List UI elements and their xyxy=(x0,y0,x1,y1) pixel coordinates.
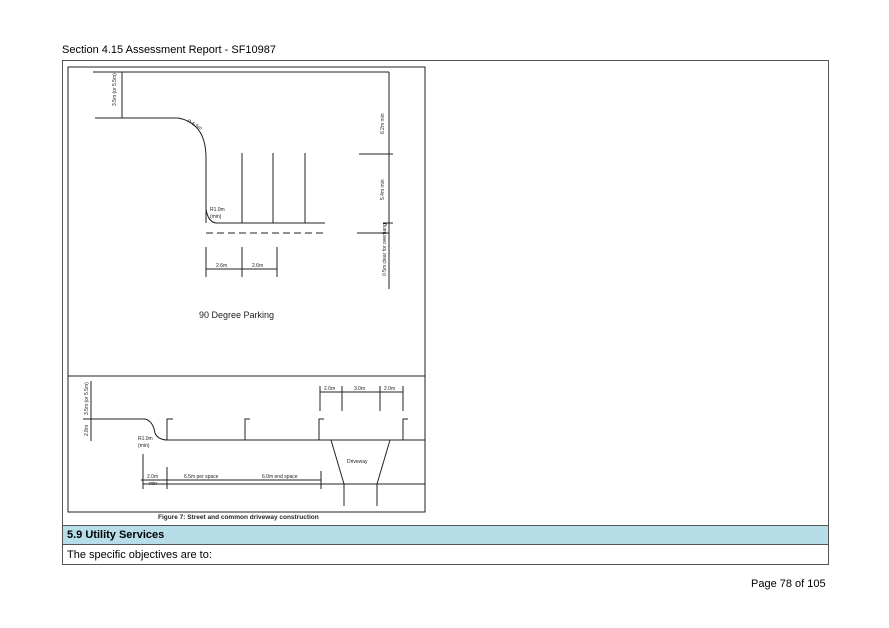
dim-label-right-bottom: 0.5m clear for overhang xyxy=(382,223,388,276)
driveway-taper xyxy=(330,439,345,485)
content-table: 3.5m (or 5.5m) R 5.5m R1.0m (min) 6.2m m… xyxy=(62,60,829,565)
space-marker xyxy=(402,418,408,440)
space-width-label: 2.6m xyxy=(252,263,263,269)
figure-frame xyxy=(67,66,426,513)
dim-label-top-2: 3.0m xyxy=(354,386,365,392)
figure-caption: Figure 7: Street and common driveway con… xyxy=(158,514,319,521)
space-marker xyxy=(318,418,324,440)
dim-label-left-bottom: 2.8m xyxy=(84,425,90,436)
parking-figure: 3.5m (or 5.5m) R 5.5m R1.0m (min) 6.2m m… xyxy=(67,66,426,521)
dim-label-right-mid: 5.4m min xyxy=(380,179,386,200)
section-heading-row: 5.9 Utility Services xyxy=(63,525,828,545)
diagram-title: 90 Degree Parking xyxy=(199,310,274,320)
dim-label-top-1: 2.0m xyxy=(324,386,335,392)
radius-inner-note: (min) xyxy=(210,214,222,220)
radius-label: R1.0m xyxy=(138,436,153,442)
space-marker xyxy=(166,418,173,440)
section-heading: 5.9 Utility Services xyxy=(67,529,165,541)
kerb-curve-bottom xyxy=(144,418,169,441)
page-number: Page 78 of 105 xyxy=(751,578,826,590)
driveway-taper xyxy=(376,439,391,485)
radius-inner-label: R1.0m xyxy=(210,207,225,213)
dim-label-bottom-3: 6.0m end space xyxy=(262,474,298,480)
kerb-curve xyxy=(177,117,207,223)
report-header: Section 4.15 Assessment Report - SF10987 xyxy=(62,44,277,56)
radius-note: (min) xyxy=(138,443,150,449)
space-width-label: 2.6m xyxy=(216,263,227,269)
dim-label-bottom-2: 6.5m per space xyxy=(184,474,219,480)
dim-label-bottom-1-note: min xyxy=(149,481,157,487)
section-body-text: The specific objectives are to: xyxy=(67,549,212,561)
dim-label-left-top: 3.5m (or 5.5m) xyxy=(84,382,90,415)
dim-label-top-3: 2.0m xyxy=(384,386,395,392)
dim-label-right-top: 6.2m min xyxy=(380,113,386,134)
space-marker xyxy=(244,418,250,440)
driveway-label: Driveway xyxy=(347,459,368,465)
radius-outer-label: R 5.5m xyxy=(186,119,203,132)
inner-radius-curve xyxy=(205,208,217,224)
dim-label-bottom-1: 2.0m xyxy=(147,474,158,480)
dim-label-left: 3.5m (or 5.5m) xyxy=(112,73,118,106)
figure-cell: 3.5m (or 5.5m) R 5.5m R1.0m (min) 6.2m m… xyxy=(63,61,828,525)
